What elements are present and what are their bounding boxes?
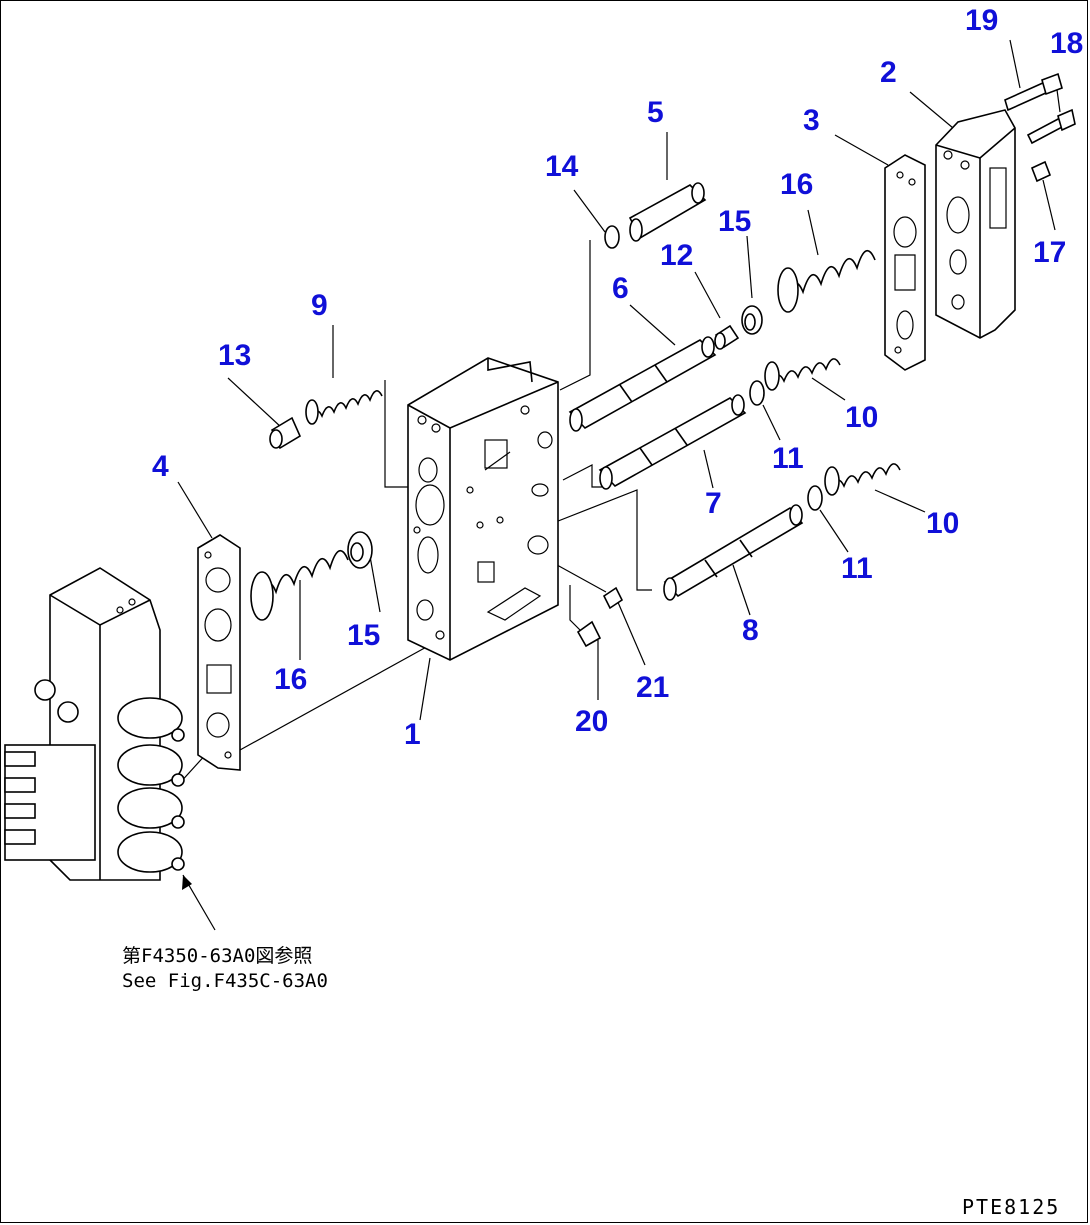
callout-9: 9 — [311, 289, 328, 322]
callout-4: 4 — [152, 450, 169, 483]
callout-15a: 15 — [718, 205, 751, 238]
callout-11a: 11 — [772, 442, 804, 475]
spring-10b — [824, 463, 901, 496]
bolt-19 — [1004, 72, 1063, 112]
gasket-plate — [884, 154, 926, 371]
cover-plate — [935, 109, 1016, 339]
callout-17: 17 — [1033, 236, 1066, 269]
collar-15b — [347, 531, 373, 569]
callout-16b: 16 — [274, 663, 307, 696]
drawing-code: PTE8125 — [962, 1195, 1060, 1219]
callouts: 1 2 3 4 5 6 7 8 9 10 10 11 11 12 13 14 1… — [152, 4, 1083, 751]
callout-21: 21 — [636, 671, 669, 704]
reference-note-japanese: 第F4350-63A0図参照 — [122, 945, 312, 967]
plug-13 — [269, 416, 302, 450]
callout-18: 18 — [1050, 27, 1083, 60]
washer-14 — [604, 225, 620, 249]
callout-6: 6 — [612, 272, 629, 305]
washer-11a — [749, 380, 765, 406]
plug-20 — [576, 620, 602, 648]
spool-8 — [663, 504, 804, 601]
spring-9 — [305, 390, 383, 425]
callout-12: 12 — [660, 239, 693, 272]
callout-20: 20 — [575, 705, 608, 738]
gasket-plate-left — [197, 534, 241, 771]
reference-note-english: See Fig.F435C-63A0 — [122, 970, 328, 992]
callout-11b: 11 — [841, 552, 873, 585]
callout-15b: 15 — [347, 619, 380, 652]
solenoid-valve-assembly — [4, 567, 185, 881]
collar-15a — [741, 305, 763, 335]
plug-17 — [1030, 160, 1052, 183]
callout-10a: 10 — [845, 401, 878, 434]
callout-10b: 10 — [926, 507, 959, 540]
spool-6 — [568, 336, 717, 432]
valve-body — [407, 357, 559, 661]
spring-16b — [250, 550, 349, 621]
callout-13: 13 — [218, 339, 251, 372]
bolt-18 — [1026, 108, 1076, 145]
callout-5: 5 — [647, 96, 664, 129]
callout-16a: 16 — [780, 168, 813, 201]
callout-14: 14 — [545, 150, 579, 183]
spool-7 — [598, 394, 747, 490]
callout-3: 3 — [803, 104, 820, 137]
spring-16a — [777, 250, 876, 313]
valve-part-5 — [628, 182, 707, 242]
leader-lines — [177, 39, 1061, 931]
callout-8: 8 — [742, 614, 759, 647]
callout-7: 7 — [705, 487, 722, 520]
washer-11b — [807, 485, 823, 511]
plug-12 — [714, 324, 740, 350]
callout-1: 1 — [404, 718, 421, 751]
callout-2: 2 — [880, 56, 897, 89]
callout-19: 19 — [965, 4, 998, 37]
spring-10a — [764, 358, 841, 391]
plug-21 — [602, 586, 624, 610]
